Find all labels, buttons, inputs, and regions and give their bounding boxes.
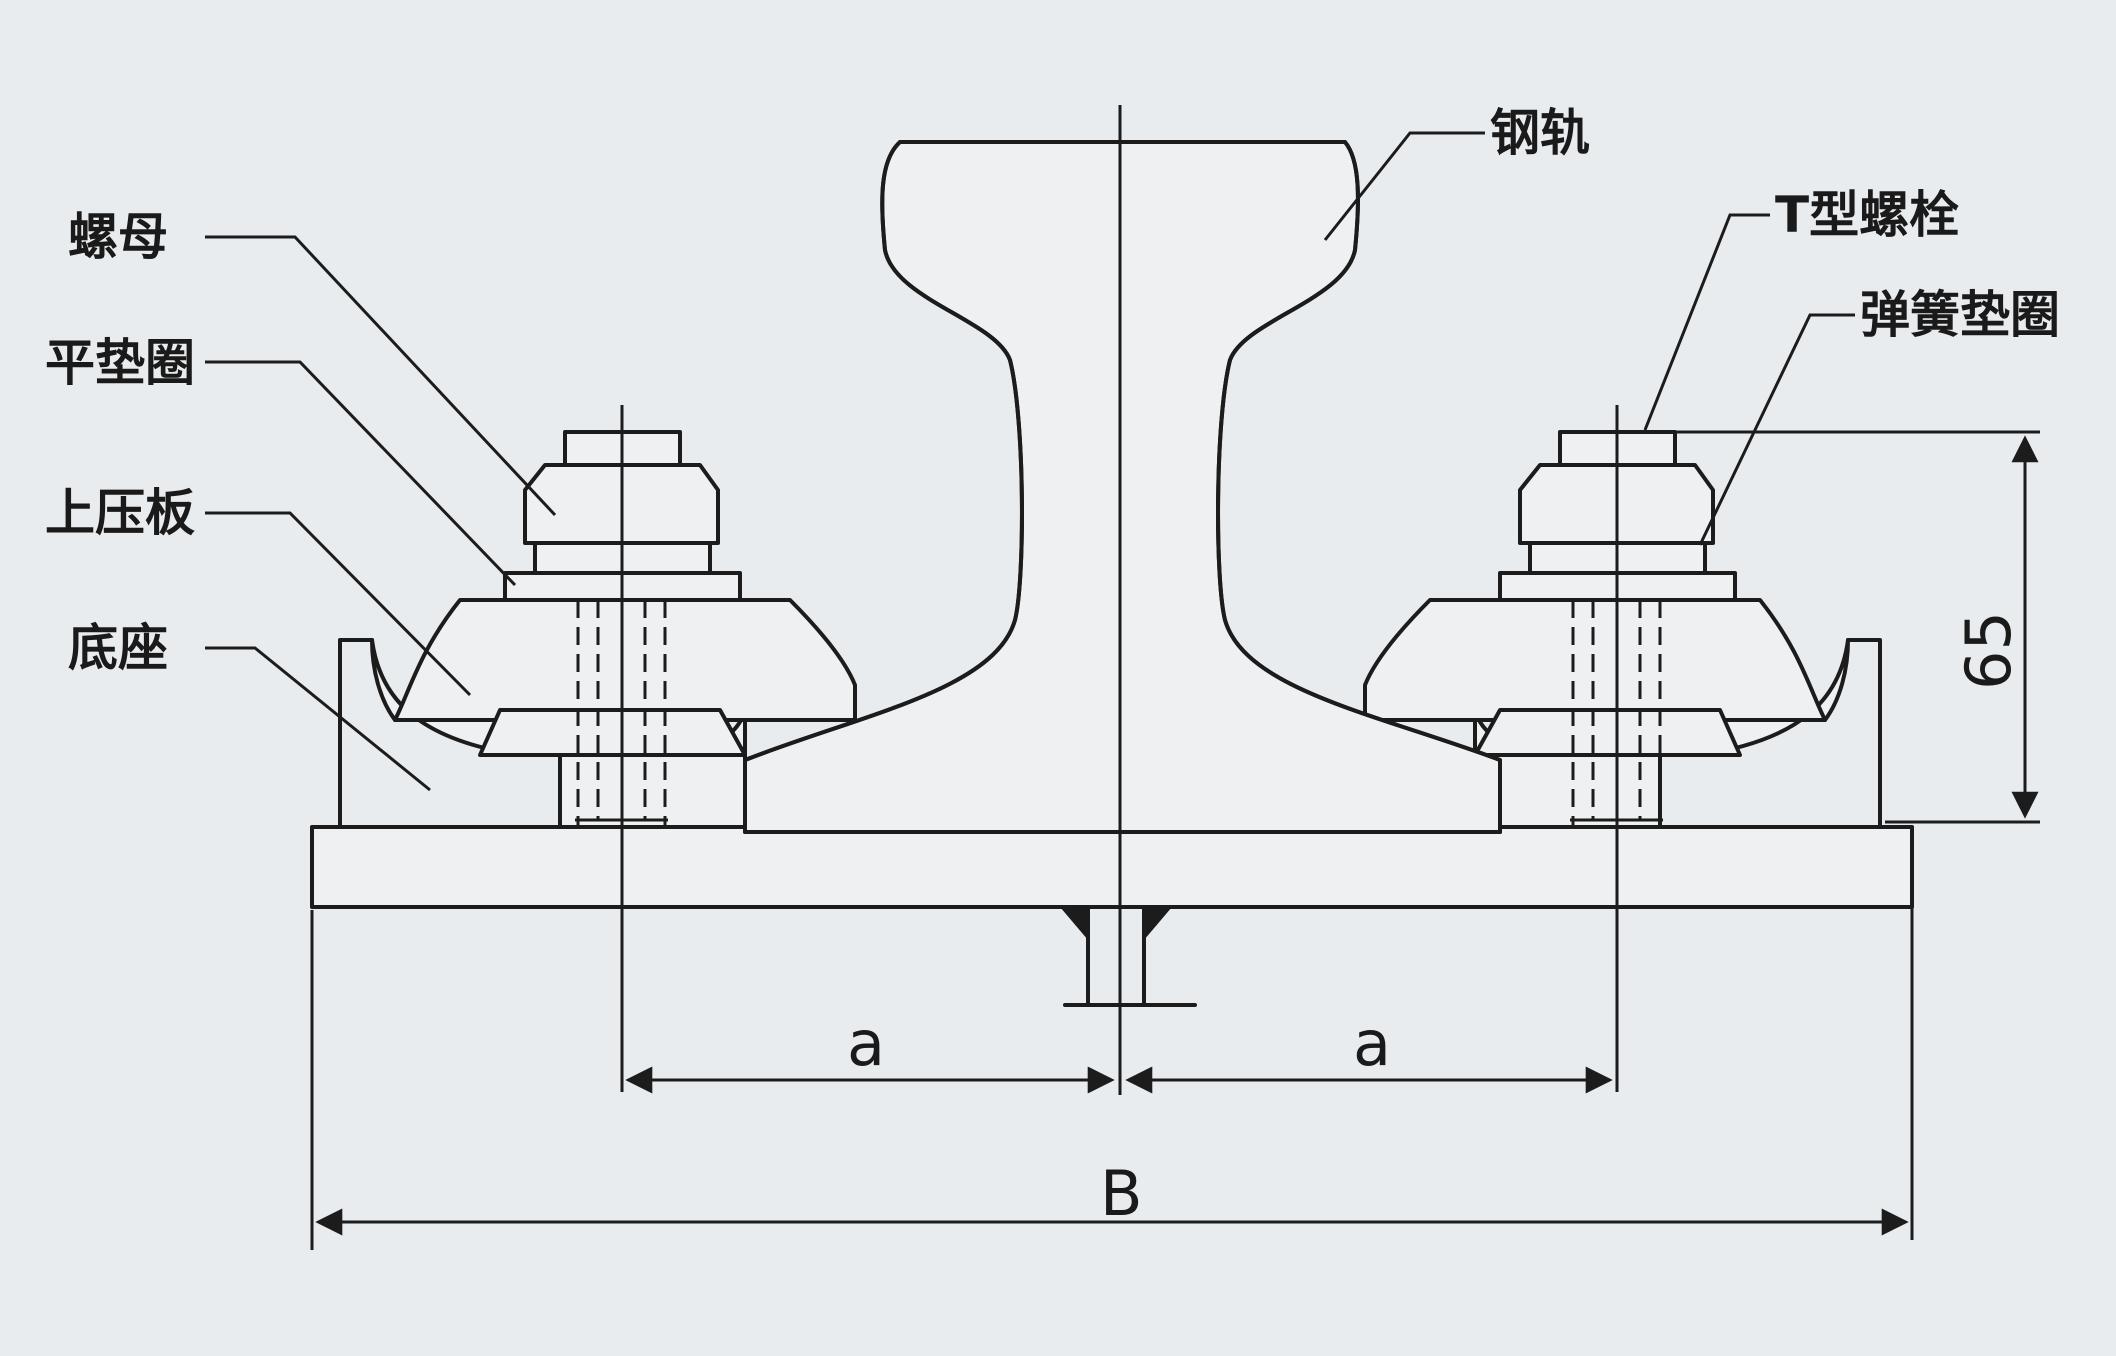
dim-a-right: a [1353,1007,1391,1080]
label-t-bolt: T型螺栓 [1775,186,1959,244]
anchor-stud [1060,905,1197,1007]
axis-lines [310,105,1914,1250]
dimension-lines [315,430,2040,1236]
label-upper-plate: 上压板 [45,484,195,542]
label-base: 底座 [68,619,168,677]
dim-a-left: a [847,1007,885,1080]
dim-height: 65 [1952,611,2025,690]
label-flat-washer: 平垫圈 [45,334,195,392]
dim-b: B [1100,1157,1143,1230]
base-plate [310,638,1914,909]
leader-lines [205,131,1855,792]
label-rail: 钢轨 [1490,104,1590,162]
part-labels: 螺母 平垫圈 上压板 底座 钢轨 T型螺栓 弹簧垫圈 [45,104,2060,677]
dimension-labels: a a B 65 [847,611,2025,1230]
label-spring-washer: 弹簧垫圈 [1860,286,2060,344]
rail-section [743,140,1502,834]
left-clamp [370,430,857,829]
label-nut: 螺母 [68,208,168,266]
